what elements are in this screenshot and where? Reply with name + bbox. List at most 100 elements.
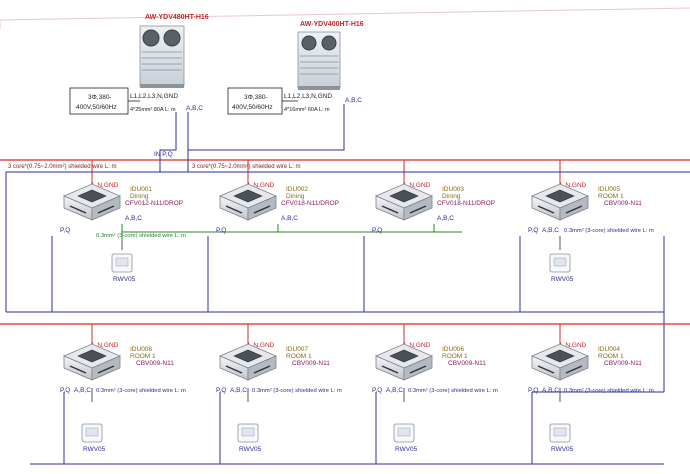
remote-label: RWV05 bbox=[239, 446, 262, 453]
odu-model: AW-YDV480HT-H16 bbox=[145, 14, 209, 21]
odu-terminals: L1,L2,L3,N,GND bbox=[130, 93, 178, 100]
idu-port: P,Q bbox=[60, 387, 70, 394]
idu-port: P,Q bbox=[372, 227, 382, 234]
outdoor-unit-1: AW-YDV480HT-H16 3Φ,380- 400V,50/60Hz L1,… bbox=[69, 14, 209, 158]
idu-model: CBV009-N11 bbox=[604, 360, 642, 367]
wired-remote-icon bbox=[549, 423, 571, 443]
idu-power-label: L,N,GND bbox=[560, 182, 587, 189]
idu-power-label: L,N,GND bbox=[92, 342, 119, 349]
cassette-unit-icon bbox=[530, 343, 590, 381]
indoor-unit-idu003: L,N,GNDIDU003DiningCFV018-N11/DROPP,QA,B… bbox=[372, 182, 495, 234]
odu-cabinet-icon bbox=[297, 31, 341, 90]
cassette-unit-icon bbox=[218, 183, 278, 221]
odu-power-line1: 3Φ,380- bbox=[244, 94, 268, 101]
idu-bus: A,B,C bbox=[437, 215, 454, 222]
idu-wire-label: 0.3mm² (3-core) shielded wire L: m bbox=[96, 233, 186, 239]
wired-remote-icon bbox=[111, 253, 133, 273]
idu-bus: A,B,C bbox=[386, 387, 403, 394]
idu-id: IDU005 bbox=[598, 186, 620, 193]
idu-power-label: L,N,GND bbox=[404, 182, 431, 189]
idu-room: ROOM 1 bbox=[286, 353, 312, 360]
cassette-unit-icon bbox=[374, 343, 434, 381]
idu-room: ROOM 1 bbox=[442, 353, 468, 360]
indoor-unit-idu002: L,N,GNDIDU002DiningCFV018-N11/DROPP,QA,B… bbox=[216, 182, 339, 234]
idu-wire-label: 0.3mm² (3-core) shielded wire L: m bbox=[252, 388, 342, 394]
odu-link: IN P,Q bbox=[154, 151, 173, 158]
idu-wire-label: 0.3mm² (3-core) shielded wire L: m bbox=[564, 228, 654, 234]
idu-room: ROOM 1 bbox=[598, 353, 624, 360]
idu-bus: A,B,C bbox=[230, 387, 247, 394]
odu-power-box bbox=[69, 87, 129, 115]
idu-port: P,Q bbox=[60, 227, 70, 234]
idu-power-label: L,N,GND bbox=[92, 182, 119, 189]
wired-remote-icon bbox=[81, 423, 103, 443]
odu-terminals: L1,L2,L3,N,GND bbox=[284, 93, 332, 100]
odu-bus: A,B,C bbox=[345, 97, 362, 104]
idu-power-label: L,N,GND bbox=[404, 342, 431, 349]
idu-room: Dining bbox=[130, 193, 149, 200]
idu-power-label: L,N,GND bbox=[248, 342, 275, 349]
idu-bus: A,B,C bbox=[125, 215, 142, 222]
idu-wire-label: 0.3mm² (3-core) shielded wire L: m bbox=[408, 388, 498, 394]
wired-remote-icon bbox=[237, 423, 259, 443]
idu-room: Dining bbox=[286, 193, 305, 200]
idu-model: CBV009-N11 bbox=[136, 360, 174, 367]
odu1-bus-drop bbox=[159, 112, 177, 172]
remote-label: RWV05 bbox=[551, 446, 574, 453]
idu-power-label: L,N,GND bbox=[560, 342, 587, 349]
cassette-unit-icon bbox=[530, 183, 590, 221]
idu-port: P,Q bbox=[216, 227, 226, 234]
odu2-bus-drop bbox=[188, 104, 345, 151]
odu-power-line1: 3Φ,380- bbox=[88, 94, 112, 101]
idu-id: IDU004 bbox=[598, 346, 620, 353]
idu-bus: A,B,C bbox=[542, 227, 559, 234]
odu-power-line2: 400V,50/60Hz bbox=[76, 104, 117, 111]
idu-bus: A,B,C bbox=[281, 215, 298, 222]
cassette-unit-icon bbox=[62, 343, 122, 381]
odu-power-line2: 400V,50/60Hz bbox=[232, 104, 273, 111]
idu-wire-label: 0.3mm² (3-core) shielded wire L: m bbox=[564, 388, 654, 394]
bus-trunk-label-left: 3 core*(0.75~2.0mm²) shielded wire L: m bbox=[8, 164, 117, 170]
idu-model: CBV009-N11 bbox=[292, 360, 330, 367]
remote-label: RWV05 bbox=[113, 276, 136, 283]
idu-room: ROOM 1 bbox=[130, 353, 156, 360]
odu-cable: 4*16mm² 60A L: m bbox=[284, 107, 330, 113]
odu-bus: A,B,C bbox=[186, 105, 203, 112]
remote-label: RWV05 bbox=[395, 446, 418, 453]
odu-cabinet-icon bbox=[139, 25, 185, 88]
idu-bus: A,B,C bbox=[542, 387, 559, 394]
remote-label: RWV05 bbox=[551, 276, 574, 283]
idu-model: CBV009-N11 bbox=[448, 360, 486, 367]
cassette-unit-icon bbox=[374, 183, 434, 221]
idu-port: P,Q bbox=[528, 387, 538, 394]
idu-room: ROOM 1 bbox=[598, 193, 624, 200]
idu-id: IDU003 bbox=[442, 186, 464, 193]
idu-port: P,Q bbox=[216, 387, 226, 394]
odu-cable: 4*25mm² 80A L: m bbox=[130, 107, 176, 113]
cassette-unit-icon bbox=[218, 343, 278, 381]
idu-room: Dining bbox=[442, 193, 461, 200]
idu-model: CFV012-N11/DROP bbox=[125, 200, 183, 207]
idu-model: CFV018-N11/DROP bbox=[281, 200, 339, 207]
indoor-row-1: L,N,GNDIDU001DiningCFV012-N11/DROPP,QA,B… bbox=[60, 182, 654, 283]
idu-id: IDU006 bbox=[442, 346, 464, 353]
idu-id: IDU001 bbox=[130, 186, 152, 193]
outdoor-unit-2: AW-YDV400HT-H16 3Φ,380- 400V,50/60Hz L1,… bbox=[227, 21, 364, 115]
remote-label: RWV05 bbox=[83, 446, 106, 453]
power-trunk-top bbox=[0, 7, 690, 30]
cassette-unit-icon bbox=[62, 183, 122, 221]
wired-remote-icon bbox=[393, 423, 415, 443]
idu-wire-label: 0.3mm² (3-core) shielded wire L: m bbox=[96, 388, 186, 394]
wiring-lines bbox=[0, 7, 690, 465]
idu-id: IDU008 bbox=[130, 346, 152, 353]
idu-id: IDU007 bbox=[286, 346, 308, 353]
idu-model: CBV009-N11 bbox=[604, 200, 642, 207]
